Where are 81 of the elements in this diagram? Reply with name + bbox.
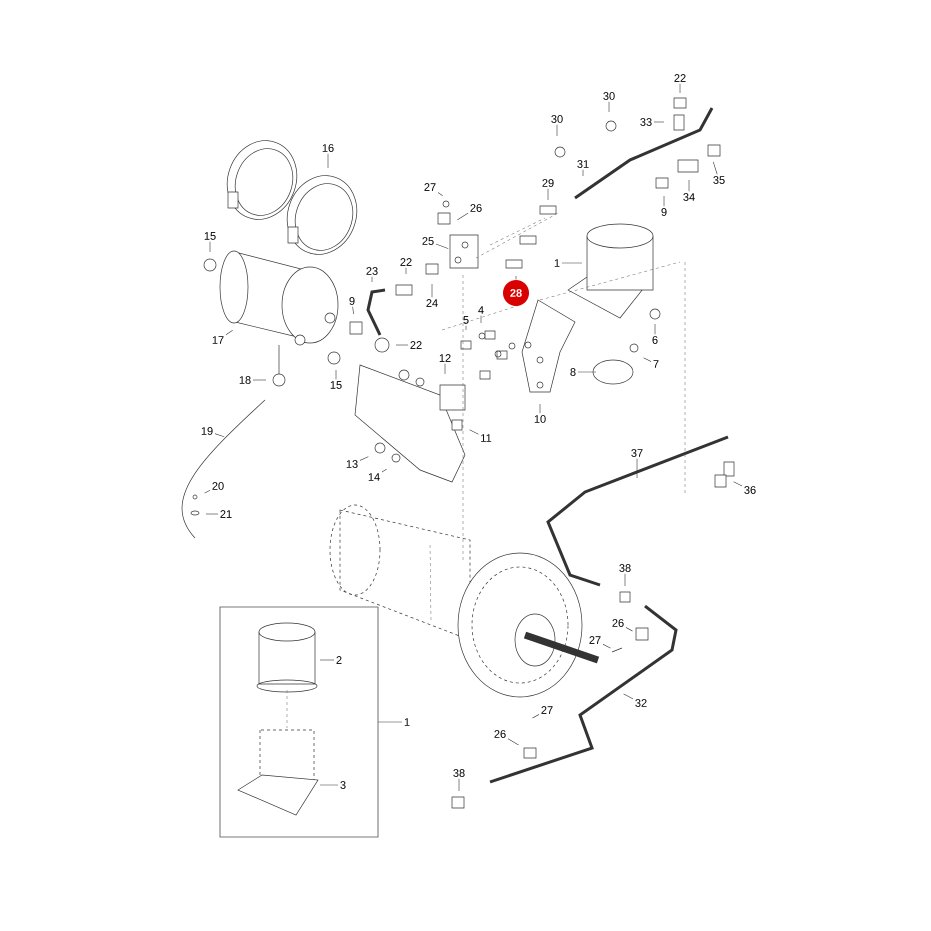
leader-line [712,162,718,175]
leader-line [320,784,338,786]
callout-number: 1 [554,259,560,267]
callout-number: 22 [674,74,686,82]
callout-number: 27 [541,706,553,714]
callout-number: 35 [713,176,725,184]
callout-number: 8 [570,368,576,376]
callout-number: 12 [440,354,451,362]
leader-line [204,490,210,494]
leader-line [688,180,690,192]
leader-line [602,644,611,648]
leader-line [457,212,468,220]
callout-number: 20 [212,482,224,490]
callout-number: 26 [494,730,506,738]
leader-line [469,430,479,435]
callout-number: 14 [368,473,380,481]
callout-number: 31 [577,160,589,168]
leader-line [608,101,610,112]
callout-number: 5 [463,316,469,324]
leader-line [438,192,443,196]
leader-line [436,244,449,249]
callout-number: 22 [400,258,412,266]
leader-line [352,306,354,314]
leader-line [396,344,408,346]
leader-line [562,262,582,264]
callout-number: 27 [424,183,436,191]
callout-number: 13 [346,460,358,468]
callout-number: 6 [652,336,658,344]
callout-number: 19 [202,427,213,435]
callout-number: 37 [631,449,643,457]
callout-number: 9 [349,297,355,305]
leader-line [458,778,460,792]
leader-line [624,573,626,586]
callout-number: 21 [220,510,232,518]
leader-line [480,315,482,324]
callout-number: 22 [410,341,422,349]
callout-number: 2 [336,656,342,664]
leader-line [226,330,233,335]
callout-number: 34 [683,193,695,201]
callout-number: 9 [661,208,667,216]
leader-line [626,627,633,632]
leader-line [636,458,638,478]
callout-number: 18 [240,376,251,384]
callout-number: 16 [322,144,334,152]
leader-line [532,714,540,718]
callout-number: 23 [366,267,378,275]
callout-number: 1 [404,718,410,726]
callout-number: 26 [612,619,624,627]
inset-frame [220,606,378,838]
leader-line [733,482,742,486]
callout-number: 17 [212,336,224,344]
callout-number: 10 [534,415,546,423]
leader-line [623,694,634,700]
callout-number: 27 [589,636,601,644]
callout-number: 36 [744,486,756,494]
callout-badge: 28 [503,280,529,306]
callout-number: 32 [635,699,647,707]
leader-line [508,738,519,746]
callout-number: 15 [330,381,342,389]
callout-number: 15 [204,232,216,240]
callout-number: 7 [654,360,659,368]
callout-number: 24 [426,299,438,307]
leader-line [444,363,446,374]
callout-number: 4 [478,306,484,314]
callout-number: 29 [542,179,554,187]
callout-number: 25 [422,237,434,245]
leader-line [654,324,656,335]
callout-number: 26 [470,204,482,212]
callout-number: 38 [453,769,465,777]
leader-line [382,468,387,472]
callout-number: 30 [551,115,563,123]
leader-line [643,358,652,362]
leader-line [214,433,225,438]
callout-number: 11 [481,434,492,442]
leader-line [582,169,584,176]
callout-number: 30 [603,92,615,100]
callout-number: 38 [619,564,631,572]
leader-line [360,456,369,461]
callout-number: 33 [640,118,652,126]
callout-number: 3 [340,781,346,789]
leader-line [556,124,558,136]
